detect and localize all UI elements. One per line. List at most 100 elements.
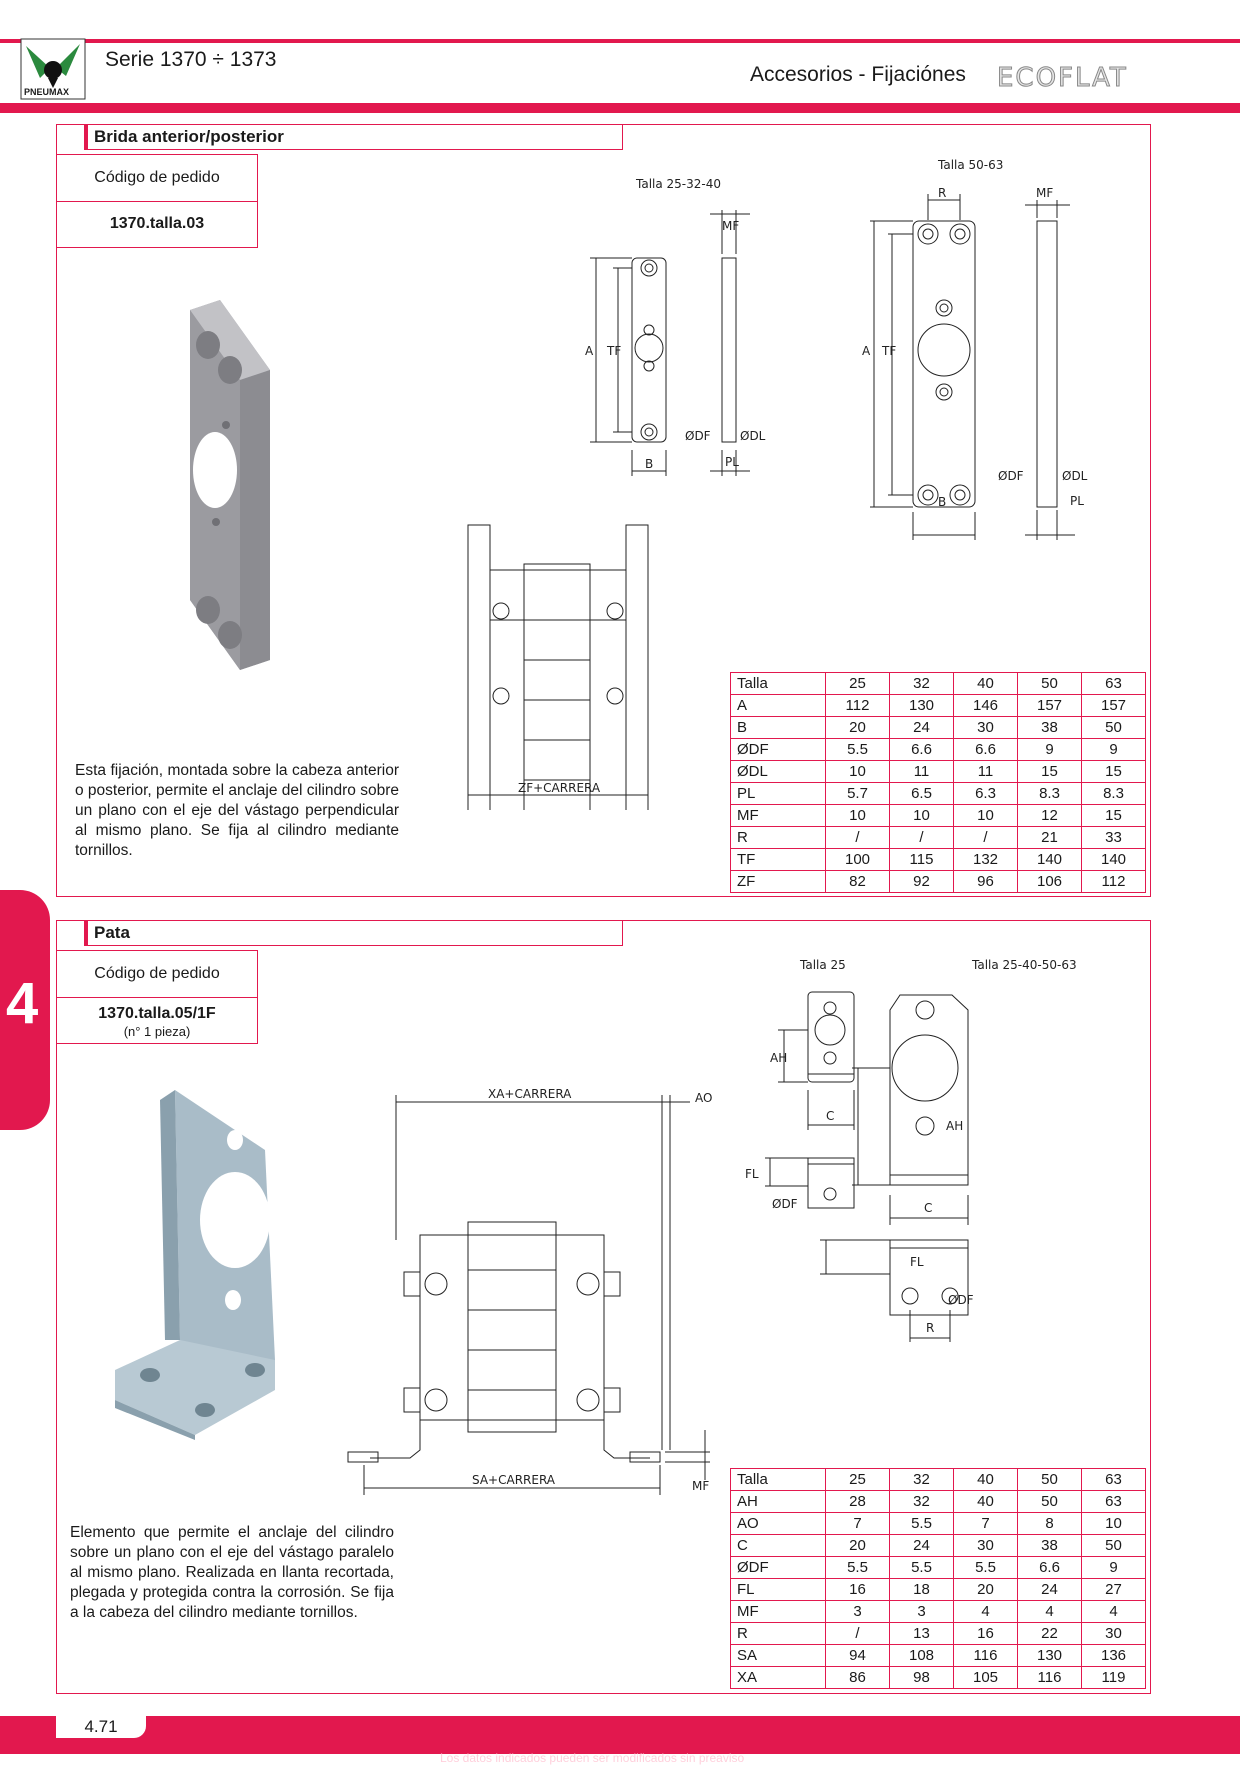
value-cell: 38 [1017, 1534, 1082, 1557]
value-cell: 136 [1081, 1644, 1146, 1667]
row-label-cell: R [730, 826, 826, 849]
value-cell: 130 [1017, 1644, 1082, 1667]
value-cell: 40 [953, 672, 1018, 695]
value-cell: / [825, 826, 890, 849]
dim-df-small: ØDF [685, 429, 711, 443]
series-title: Serie 1370 ÷ 1373 [105, 48, 277, 71]
section-brida-title: Brida anterior/posterior [84, 124, 623, 150]
value-cell: 63 [1081, 1490, 1146, 1513]
value-cell: 7 [953, 1512, 1018, 1535]
brida-description: Esta fijación, montada sobre la cabeza a… [75, 762, 399, 859]
talla-25-63-label: Talla 25-40-50-63 [971, 958, 1077, 972]
header-top-rule [0, 39, 1240, 43]
value-cell: 4 [1017, 1600, 1082, 1623]
page-number: 4.71 [56, 1716, 146, 1738]
value-cell: 115 [889, 848, 954, 871]
dim-mf-pata: MF [692, 1479, 709, 1493]
value-cell: 8 [1017, 1512, 1082, 1535]
page-title: Accesorios - Fijaciónes [750, 63, 966, 86]
value-cell: 5.5 [889, 1512, 954, 1535]
section-pata-title: Pata [84, 920, 623, 946]
value-cell: 119 [1081, 1666, 1146, 1689]
chapter-number: 4 [6, 971, 39, 1036]
brida-technical-drawing: Talla 25-32-40 Talla 50-63 A TF B MF PL … [467, 158, 1088, 810]
value-cell: 63 [1081, 672, 1146, 695]
row-label-cell: ØDF [730, 738, 826, 761]
order-code-label: Código de pedido [94, 169, 220, 186]
row-label-cell: ZF [730, 870, 826, 893]
value-cell: / [889, 826, 954, 849]
value-cell: 20 [825, 1534, 890, 1557]
value-cell: 9 [1017, 738, 1082, 761]
brand-text: PNEUMAX [24, 87, 70, 97]
dim-dl-large: ØDL [1062, 469, 1088, 483]
value-cell: 10 [825, 804, 890, 827]
value-cell: 28 [825, 1490, 890, 1513]
value-cell: 5.5 [825, 1556, 890, 1579]
footer-disclaimer: Los datos indicados pueden ser modificad… [440, 1751, 745, 1765]
row-label-cell: XA [730, 1666, 826, 1689]
value-cell: 132 [953, 848, 1018, 871]
row-label-cell: AO [730, 1512, 826, 1535]
value-cell: / [825, 1622, 890, 1645]
value-cell: 10 [953, 804, 1018, 827]
dim-xa: XA+CARRERA [488, 1087, 572, 1101]
dim-mf-large: MF [1036, 186, 1053, 200]
dim-r-large: R [938, 186, 946, 200]
value-cell: 32 [889, 1468, 954, 1491]
pneumax-logo: PNEUMAX [20, 38, 86, 100]
value-cell: 24 [889, 716, 954, 739]
value-cell: 130 [889, 694, 954, 717]
dim-mf-small: MF [722, 219, 739, 233]
value-cell: 116 [953, 1644, 1018, 1667]
row-label-cell: PL [730, 782, 826, 805]
footer-band [0, 1716, 1240, 1754]
value-cell: 63 [1081, 1468, 1146, 1491]
row-label-cell: B [730, 716, 826, 739]
header-bottom-band [0, 103, 1240, 113]
value-cell: 5.5 [825, 738, 890, 761]
value-cell: 8.3 [1017, 782, 1082, 805]
value-cell: 94 [825, 1644, 890, 1667]
dim-df-large: ØDF [998, 469, 1024, 483]
value-cell: 3 [889, 1600, 954, 1623]
value-cell: 22 [1017, 1622, 1082, 1645]
value-cell: 21 [1017, 826, 1082, 849]
dim-df-large-2: ØDF [948, 1293, 974, 1307]
value-cell: 96 [953, 870, 1018, 893]
row-label-cell: R [730, 1622, 826, 1645]
dim-ah-small: AH [770, 1051, 787, 1065]
value-cell: 157 [1081, 694, 1146, 717]
order-note: (n° 1 pieza) [123, 1024, 191, 1039]
row-label-cell: MF [730, 804, 826, 827]
brida-3d-illustration [170, 300, 290, 670]
value-cell: 15 [1017, 760, 1082, 783]
value-cell: 112 [825, 694, 890, 717]
value-cell: 6.5 [889, 782, 954, 805]
ecoflat-logo: ECOFLAT [995, 62, 1160, 94]
dim-df-small-2: ØDF [772, 1197, 798, 1211]
value-cell: 92 [889, 870, 954, 893]
value-cell: 9 [1081, 1556, 1146, 1579]
dim-b-large: B [938, 495, 946, 509]
value-cell: 5.7 [825, 782, 890, 805]
dim-a-small: A [585, 344, 594, 358]
order-code: 1370.talla.03 [109, 215, 205, 232]
value-cell: 6.6 [1017, 1556, 1082, 1579]
value-cell: 106 [1017, 870, 1082, 893]
value-cell: 108 [889, 1644, 954, 1667]
